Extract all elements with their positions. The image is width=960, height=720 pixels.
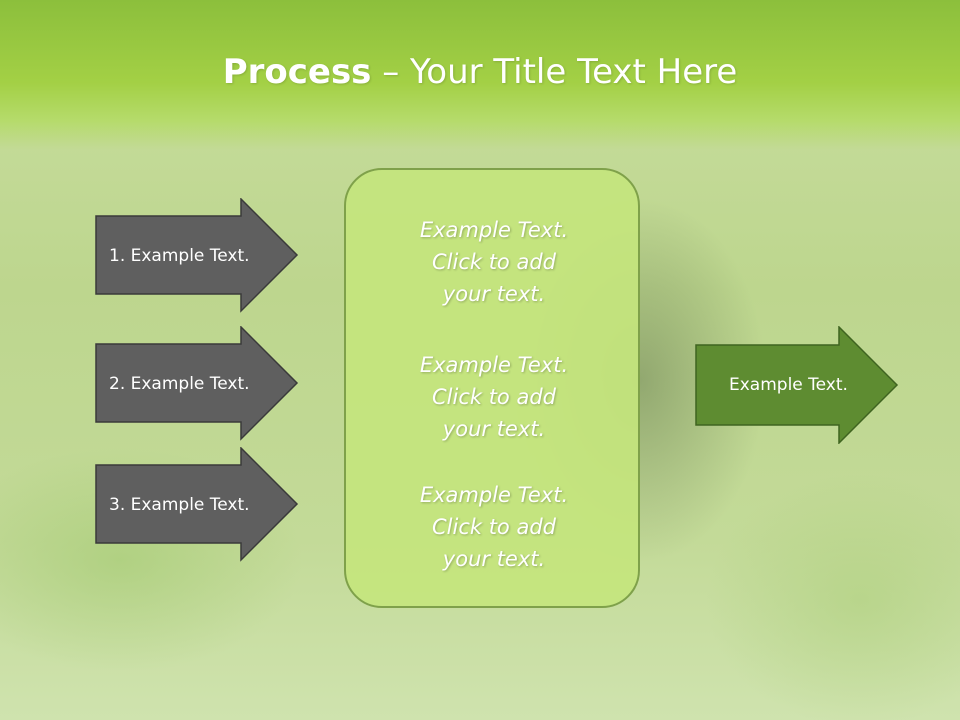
left-arrow-2-shape (95, 326, 299, 441)
right-arrow-label: Example Text. (729, 375, 848, 395)
title-banner (0, 0, 960, 150)
center-text-line: Example Text. (419, 483, 569, 507)
slide-title[interactable]: Process – Your Title Text Here (0, 52, 960, 92)
right-arrow-shape (695, 326, 899, 444)
left-arrow-3-label: 3. Example Text. (109, 494, 250, 515)
left-arrow-1-shape (95, 198, 299, 313)
center-text-line: Example Text. (419, 353, 569, 377)
center-text-line: Example Text. (419, 218, 569, 242)
left-arrow-2[interactable]: 2. Example Text. (95, 326, 299, 441)
left-arrow-1[interactable]: 1. Example Text. (95, 198, 299, 313)
center-text-line: Click to add (431, 515, 556, 539)
center-text-block-3: Example Text. Click to add your text. (346, 479, 642, 575)
right-arrow[interactable]: Example Text. (695, 326, 899, 444)
center-text-block-2: Example Text. Click to add your text. (346, 349, 642, 445)
title-rest: – Your Title Text Here (371, 52, 738, 92)
center-text-line: your text. (442, 282, 546, 306)
center-text-line: Click to add (431, 385, 556, 409)
left-arrow-1-label: 1. Example Text. (109, 245, 250, 266)
title-bold-part: Process (222, 52, 372, 92)
left-arrow-2-label: 2. Example Text. (109, 373, 250, 394)
left-arrow-3[interactable]: 3. Example Text. (95, 447, 299, 562)
left-arrow-3-shape (95, 447, 299, 562)
center-text-line: your text. (442, 417, 546, 441)
center-text-line: your text. (442, 547, 546, 571)
center-text-block-1: Example Text. Click to add your text. (346, 214, 642, 310)
center-text-line: Click to add (431, 250, 556, 274)
center-text-box[interactable]: Example Text. Click to add your text. Ex… (344, 168, 640, 608)
